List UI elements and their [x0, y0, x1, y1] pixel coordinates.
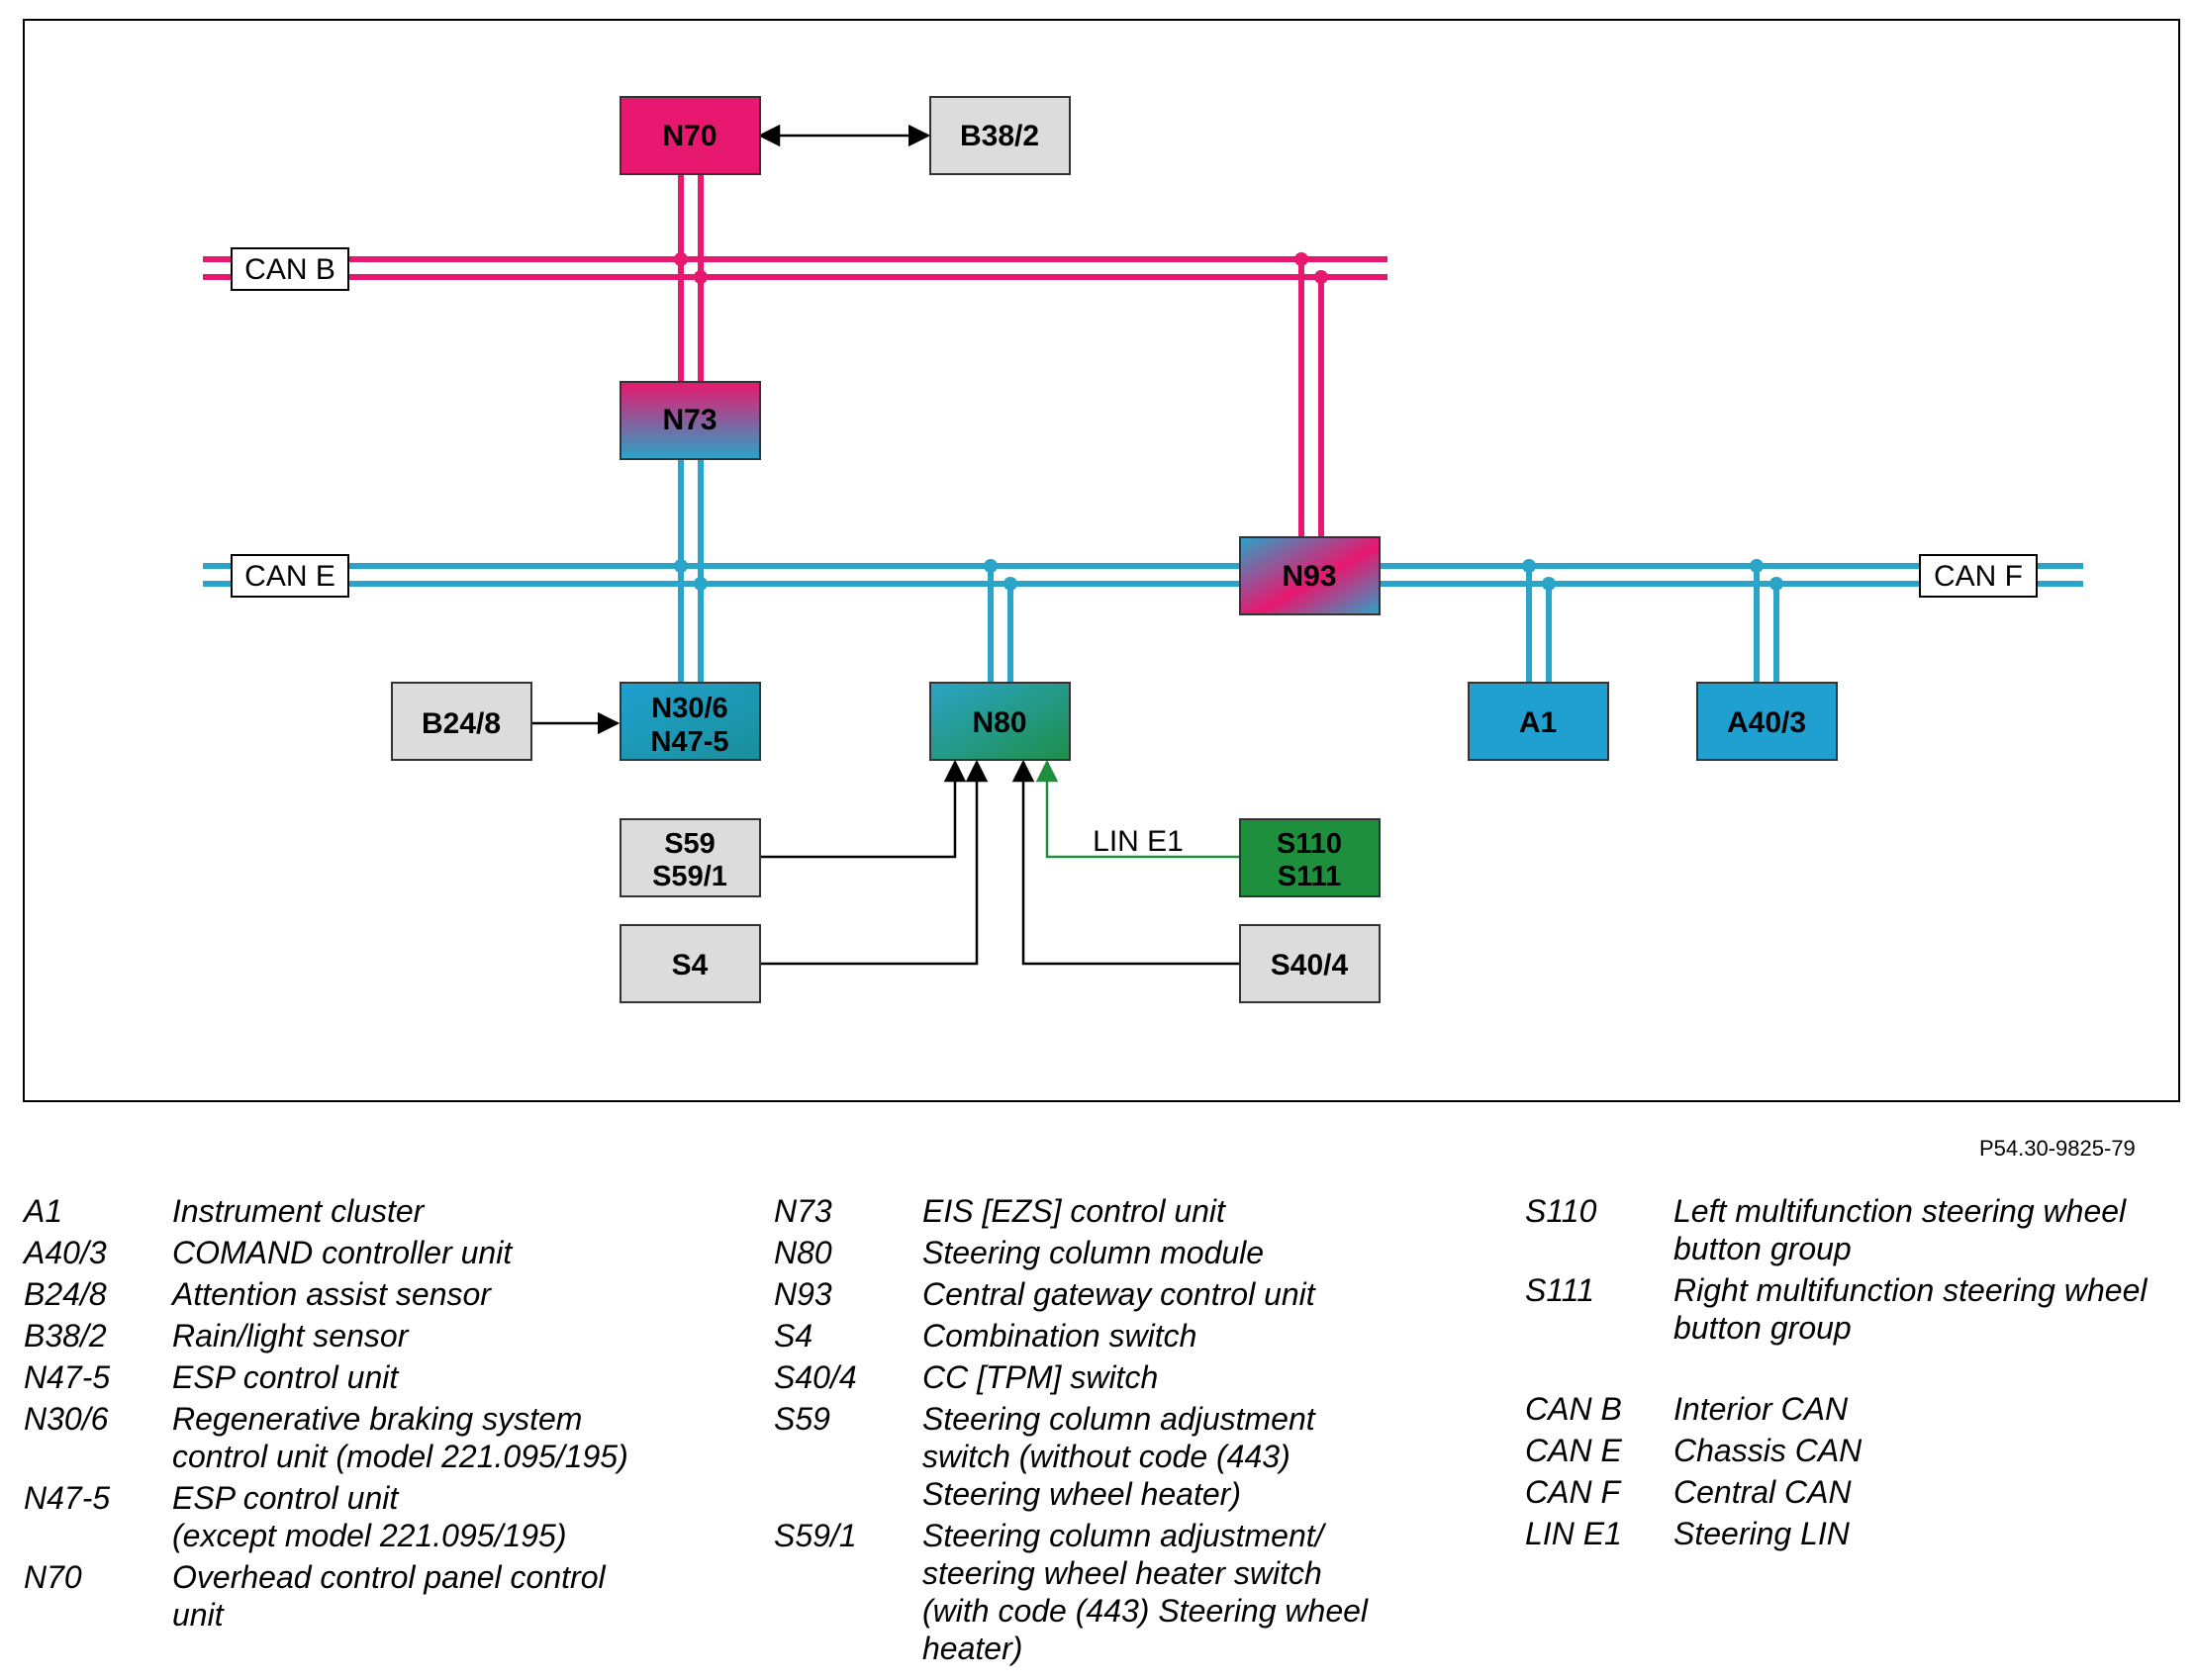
node-b38-2[interactable]: B38/2 [929, 96, 1071, 175]
node-n73[interactable]: N73 [620, 381, 761, 460]
svg-text:S59: S59 [664, 828, 716, 860]
can-b-junctions [674, 252, 1328, 284]
svg-text:B24/8: B24/8 [422, 707, 501, 740]
can-e-bus [203, 458, 1242, 683]
svg-text:S4: S4 [672, 949, 709, 981]
svg-text:B38/2: B38/2 [960, 120, 1039, 152]
node-s40-4[interactable]: S40/4 [1239, 924, 1381, 1003]
node-n70[interactable]: N70 [620, 96, 761, 175]
node-a40-3[interactable]: A40/3 [1696, 682, 1838, 761]
svg-text:N73: N73 [662, 404, 716, 436]
svg-text:S40/4: S40/4 [1271, 949, 1349, 981]
svg-text:S59/1: S59/1 [652, 861, 727, 892]
node-n30-6-n47-5[interactable]: N30/6 N47-5 [620, 682, 761, 761]
svg-text:A1: A1 [1519, 706, 1557, 739]
svg-text:A40/3: A40/3 [1727, 706, 1806, 739]
lin-e1-label: LIN E1 [1093, 825, 1184, 858]
node-n80[interactable]: N80 [929, 682, 1071, 761]
can-b-bus [203, 173, 1387, 539]
svg-text:N30/6: N30/6 [651, 693, 727, 724]
s4-n80-arrow [760, 759, 989, 966]
svg-text:CAN E: CAN E [244, 560, 335, 593]
node-a1[interactable]: A1 [1468, 682, 1609, 761]
node-b24-8[interactable]: B24/8 [391, 682, 532, 761]
svg-text:N70: N70 [662, 120, 716, 152]
figure-reference: P54.30-9825-79 [1979, 1136, 2136, 1161]
can-b-label: CAN B [231, 247, 349, 291]
node-s59-s59-1[interactable]: S59 S59/1 [620, 818, 761, 897]
node-n93[interactable]: N93 [1239, 536, 1381, 615]
svg-text:N93: N93 [1282, 560, 1336, 593]
lin-e1-line [1035, 759, 1239, 859]
network-diagram: CAN B CAN E CAN F LIN E1 N70 B38/2 N73 N… [23, 19, 2180, 1102]
diagram-frame [23, 19, 2180, 1102]
can-e-label: CAN E [231, 554, 349, 598]
node-s110-s111[interactable]: S110 S111 [1239, 818, 1381, 897]
svg-text:N47-5: N47-5 [651, 726, 729, 758]
svg-text:N80: N80 [972, 706, 1026, 739]
can-e-junctions [674, 559, 1783, 591]
svg-text:CAN F: CAN F [1934, 560, 2023, 593]
node-s4[interactable]: S4 [620, 924, 761, 1003]
svg-text:CAN B: CAN B [244, 253, 335, 286]
s40-n80-arrow [1011, 759, 1239, 966]
svg-text:S111: S111 [1278, 861, 1342, 892]
svg-text:S110: S110 [1277, 828, 1342, 860]
can-f-label: CAN F [1919, 554, 2038, 598]
s59-n80-arrow [760, 759, 967, 859]
